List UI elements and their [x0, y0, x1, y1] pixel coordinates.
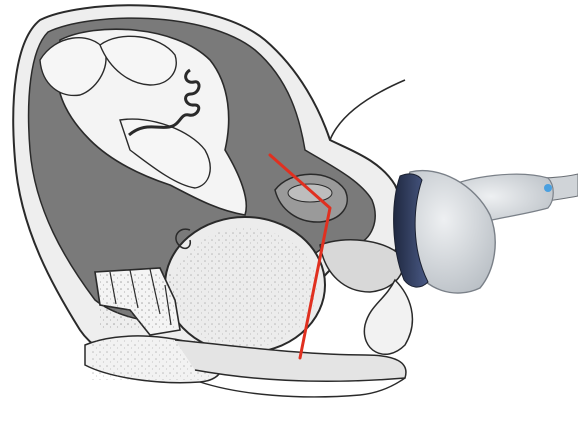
- bladder: [320, 240, 403, 292]
- placenta-inner: [288, 184, 332, 202]
- ultrasound-transducer-icon: [394, 171, 578, 293]
- probe-accent-dot: [544, 184, 552, 192]
- abdominal-wall: [330, 80, 405, 140]
- sacral-texture: [100, 272, 175, 330]
- fetal-head-texture: [173, 228, 317, 348]
